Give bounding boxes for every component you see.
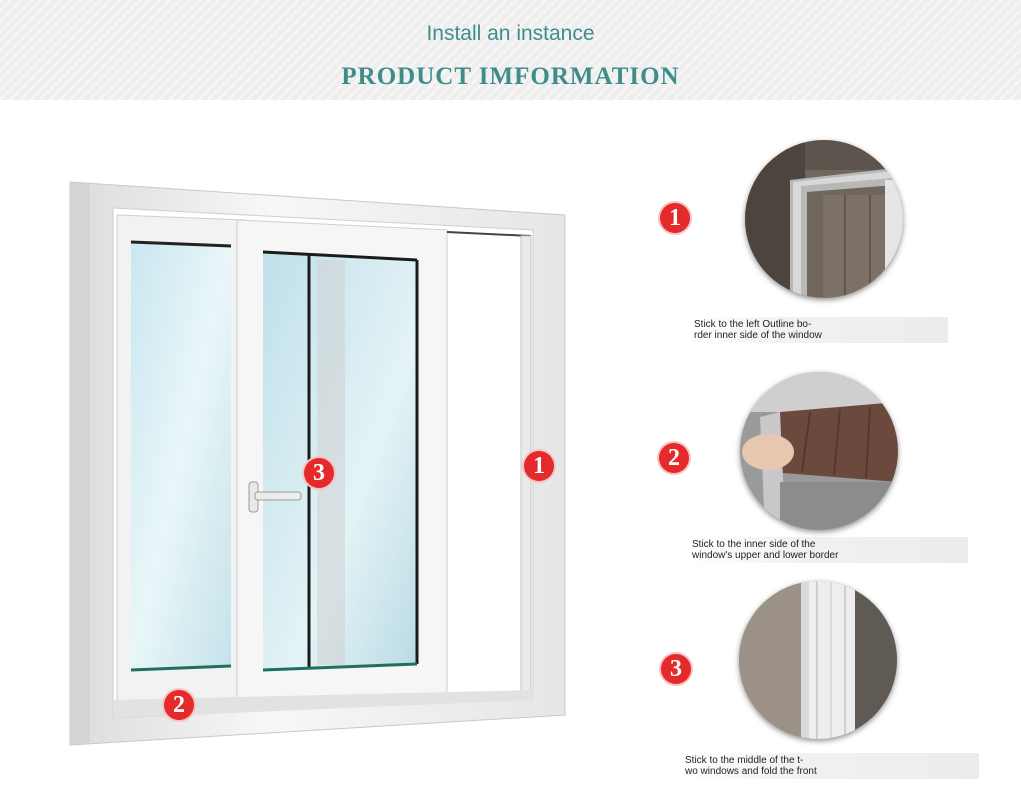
detail-2-caption: Stick to the inner side of the window's … (686, 537, 968, 563)
detail-2-number: 2 (659, 443, 689, 473)
window-marker-3: 3 (304, 458, 334, 488)
left-glass (131, 242, 231, 670)
detail-1-caption: Stick to the left Outline bo- rder inner… (688, 317, 948, 343)
detail-3-photo (739, 581, 897, 739)
header-subtitle: Install an instance (426, 22, 595, 45)
detail-1-number: 1 (660, 203, 690, 233)
detail-3-caption: Stick to the middle of the t- wo windows… (679, 753, 979, 779)
detail-2-photo (740, 372, 898, 530)
detail-3-number: 3 (661, 654, 691, 684)
header-banner: Install an instance PRODUCT IMFORMATION (0, 0, 1021, 100)
header-title: PRODUCT IMFORMATION (341, 63, 680, 90)
window-marker-2: 2 (164, 690, 194, 720)
frame-depth (70, 182, 90, 745)
window-marker-1: 1 (524, 451, 554, 481)
detail-1-photo (745, 140, 903, 298)
